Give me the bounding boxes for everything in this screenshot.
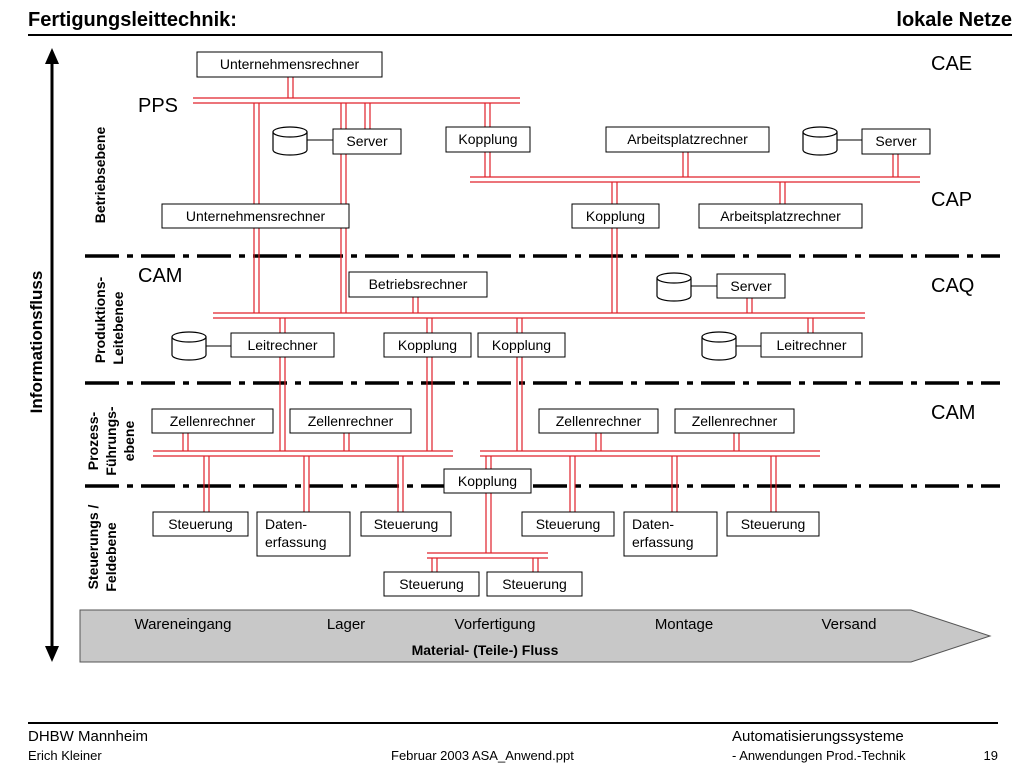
svg-text:Arbeitsplatzrechner: Arbeitsplatzrechner [720,208,841,224]
db-icon [656,272,717,302]
node-steuerung-6: Steuerung [486,571,583,597]
svg-text:Zellenrechner: Zellenrechner [308,413,394,429]
footer-org: DHBW Mannheim [28,728,148,745]
svg-text:Kopplung: Kopplung [398,337,457,353]
svg-text:Steuerung: Steuerung [168,516,233,532]
material-flow-label: Material- (Teile-) Fluss [412,642,559,658]
footer-date-file: Februar 2003 ASA_Anwend.ppt [391,748,574,763]
node-server-1: Server [332,128,402,155]
level-steuerung-2: Feldebene [103,522,119,591]
svg-text:Betriebsrechner: Betriebsrechner [369,276,468,292]
stage-vorfertigung: Vorfertigung [455,616,536,633]
footer-topic: - Anwendungen Prod.-Technik [732,748,906,763]
node-unternehmensrechner-2: Unternehmensrechner [161,203,350,229]
node-steuerung-1: Steuerung [152,511,249,537]
zone-cam-left: CAM [138,265,182,287]
node-steuerung-3: Steuerung [521,511,615,537]
svg-text:Unternehmensrechner: Unternehmensrechner [186,208,326,224]
zone-cae: CAE [931,53,972,75]
db-icon [802,126,862,156]
svg-text:Kopplung: Kopplung [458,473,517,489]
node-datenerfassung-1: Daten- erfassung [256,511,351,557]
connector-lines [182,77,899,572]
node-server-3: Server [716,273,786,299]
svg-text:Steuerung: Steuerung [536,516,601,532]
node-zellenrechner-2: Zellenrechner [289,408,412,434]
node-server-2: Server [861,128,931,155]
info-flow-label: Informationsfluss [27,271,46,414]
svg-text:Steuerung: Steuerung [374,516,439,532]
header-title-right: lokale Netze [896,9,1012,31]
level-prozess-1: Prozess- [85,411,101,470]
info-flow-arrow [45,48,59,662]
header-title-left: Fertigungsleittechnik: [28,9,237,31]
node-zellenrechner-1: Zellenrechner [151,408,274,434]
stage-montage: Montage [655,616,713,633]
svg-text:Daten-: Daten- [265,516,307,532]
svg-text:Leitrechner: Leitrechner [247,337,317,353]
svg-text:Server: Server [730,278,772,294]
level-prozess-3: ebene [121,421,137,462]
node-leitrechner-1: Leitrechner [230,332,335,358]
material-flow-arrow [79,609,992,663]
node-kopplung-3: Kopplung [383,332,472,358]
node-zellenrechner-4: Zellenrechner [674,408,795,434]
svg-text:erfassung: erfassung [632,534,693,550]
node-arbeitsplatzrechner-1: Arbeitsplatzrechner [605,126,770,153]
footer-course: Automatisierungssysteme [732,728,904,745]
level-betrieb: Betriebsebene [92,127,108,224]
node-unternehmensrechner-top: Unternehmensrechner [196,51,383,78]
svg-text:Zellenrechner: Zellenrechner [170,413,256,429]
node-kopplung-5: Kopplung [443,468,532,494]
node-betriebsrechner: Betriebsrechner [348,271,488,298]
svg-text:Arbeitsplatzrechner: Arbeitsplatzrechner [627,131,748,147]
svg-text:Steuerung: Steuerung [399,576,464,592]
node-datenerfassung-2: Daten- erfassung [623,511,718,557]
db-icon [272,126,333,156]
svg-text:Zellenrechner: Zellenrechner [692,413,778,429]
level-produktion-1: Produktions- [92,277,108,364]
db-icon [701,331,761,361]
db-icon [171,331,231,361]
svg-text:Leitrechner: Leitrechner [776,337,846,353]
node-steuerung-5: Steuerung [383,571,480,597]
node-arbeitsplatzrechner-2: Arbeitsplatzrechner [698,203,863,229]
zone-cam-right: CAM [931,402,975,424]
stage-wareneingang: Wareneingang [134,616,231,633]
level-prozess-2: Führungs- [103,406,119,476]
bus-lines [153,97,920,559]
node-kopplung-1: Kopplung [445,126,531,153]
footer-page: 19 [984,748,998,763]
node-steuerung-2: Steuerung [360,511,452,537]
node-steuerung-4: Steuerung [726,511,820,537]
node-kopplung-4: Kopplung [477,332,566,358]
zone-pps: PPS [138,95,178,117]
svg-text:Daten-: Daten- [632,516,674,532]
zone-caq: CAQ [931,275,974,297]
node-zellenrechner-3: Zellenrechner [538,408,659,434]
footer-author: Erich Kleiner [28,748,102,763]
svg-text:erfassung: erfassung [265,534,326,550]
level-produktion-2: Leitebenee [110,291,126,364]
svg-text:Kopplung: Kopplung [586,208,645,224]
node-leitrechner-2: Leitrechner [760,332,863,358]
svg-text:Kopplung: Kopplung [492,337,551,353]
svg-text:Steuerung: Steuerung [502,576,567,592]
zone-cap: CAP [931,189,972,211]
svg-text:Steuerung: Steuerung [741,516,806,532]
stage-lager: Lager [327,616,365,633]
svg-text:Zellenrechner: Zellenrechner [556,413,642,429]
svg-text:Server: Server [875,133,917,149]
svg-text:Kopplung: Kopplung [458,131,517,147]
level-steuerung-1: Steuerungs / [85,504,101,589]
stage-versand: Versand [821,616,876,633]
svg-text:Unternehmensrechner: Unternehmensrechner [220,56,360,72]
node-kopplung-2: Kopplung [571,203,660,229]
svg-text:Server: Server [346,133,388,149]
